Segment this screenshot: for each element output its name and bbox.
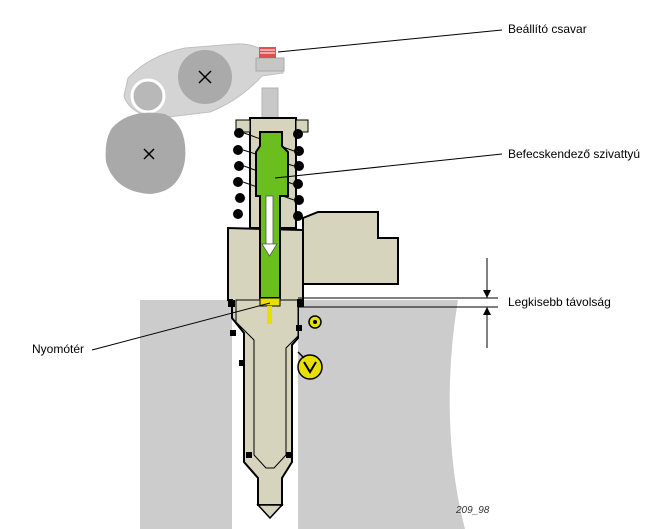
adjusting-screw-label: Beállító csavar <box>508 22 587 36</box>
dimension-arrow-icon <box>483 290 491 315</box>
leader-lines <box>91 29 503 351</box>
pressure-chamber-label: Nyomótér <box>32 342 85 356</box>
cylinder-head <box>140 300 465 529</box>
figure-number: 209_98 <box>456 505 490 516</box>
cam <box>105 112 186 194</box>
pump-piston-label: Befecskendező szivattyú <box>508 147 641 161</box>
min-distance-label: Legkisebb távolság <box>508 295 611 309</box>
adjusting-screw <box>255 47 285 129</box>
cam-cross-icon <box>143 148 155 160</box>
spring <box>233 128 304 221</box>
pressure-chamber <box>259 297 281 324</box>
solenoid-valve <box>297 315 323 380</box>
rocker-arm <box>123 43 284 119</box>
down-arrow-icon <box>261 195 278 257</box>
pivot-cross-icon <box>198 70 212 84</box>
pump-piston <box>255 131 289 299</box>
seals <box>228 300 304 458</box>
